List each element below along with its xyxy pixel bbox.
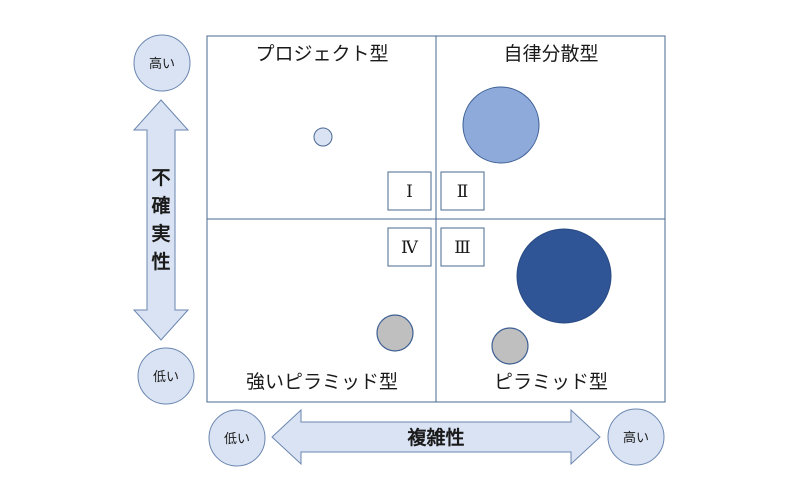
vertical-axis-label-char-4: 性 xyxy=(151,250,170,273)
quadrant-label-autonomous: 自律分散型 xyxy=(503,43,598,65)
horizontal-low-label: 低い xyxy=(224,432,250,447)
horizontal-axis-label: 複雑性 xyxy=(406,426,464,449)
quadrant-label-strong-pyramid: 強いピラミッド型 xyxy=(246,371,398,393)
numeral-box-3 xyxy=(440,227,485,267)
vertical-axis-label-char-1: 不 xyxy=(151,167,170,189)
quadrant-label-pyramid: ピラミッド型 xyxy=(494,371,608,393)
bubble-pyramid-small xyxy=(491,327,529,365)
numeral-4: Ⅳ xyxy=(401,238,419,258)
bubble-pyramid-large xyxy=(516,228,612,324)
horizontal-high-circle xyxy=(607,408,665,466)
bubble-project xyxy=(313,127,333,147)
numeral-1: Ⅰ xyxy=(406,182,413,202)
vertical-axis-label-char-2: 確 xyxy=(151,194,170,217)
vertical-high-circle xyxy=(133,34,191,92)
vertical-axis-label-char-3: 実 xyxy=(151,222,170,245)
numeral-3: Ⅲ xyxy=(454,238,470,258)
numeral-box-2 xyxy=(440,171,485,211)
bubble-strong-pyramid xyxy=(376,314,414,352)
numeral-box-4 xyxy=(387,227,432,267)
vertical-high-label: 高い xyxy=(149,56,175,72)
horizontal-axis-arrow xyxy=(271,408,601,466)
numeral-2: Ⅱ xyxy=(457,182,469,202)
numeral-box-1 xyxy=(387,171,432,211)
quadrant-label-project: プロジェクト型 xyxy=(255,43,388,65)
bubble-autonomous xyxy=(462,86,540,164)
horizontal-low-circle xyxy=(208,409,266,467)
horizontal-high-label: 高い xyxy=(623,430,649,446)
vertical-low-circle xyxy=(137,347,195,405)
vertical-axis-arrow xyxy=(132,99,190,341)
vertical-low-label: 低い xyxy=(153,370,179,385)
